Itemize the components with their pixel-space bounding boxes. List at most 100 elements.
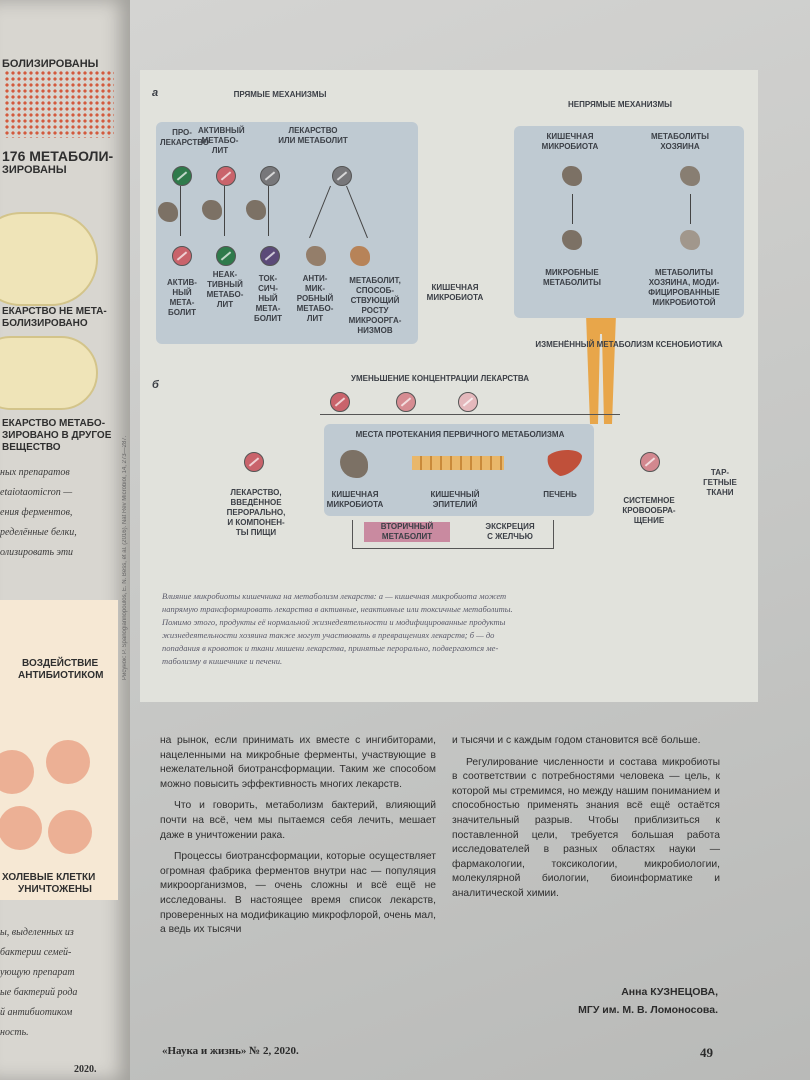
left-count-2: ЗИРОВАНЫ	[2, 164, 67, 176]
left-italic-7: бактерии семей-	[0, 947, 72, 958]
microbe-icon	[158, 202, 178, 222]
epithelium-label: КИШЕЧНЫЙ ЭПИТЕЛИЙ	[430, 490, 480, 509]
paragraph: и тысячи и с каждым годом становится всё…	[452, 735, 701, 746]
tumor-cell-icon	[0, 806, 42, 850]
left-italic-10: й антибиотиком	[0, 1007, 73, 1018]
feedback-bracket	[352, 520, 554, 549]
decrease-arrow	[320, 414, 620, 415]
col-prodrug-label: ПРО- ЛЕКАРСТВО	[160, 128, 210, 147]
primary-metabolism-box	[324, 424, 594, 516]
epithelium-graphic	[412, 456, 504, 470]
indirect-mechanisms-box	[514, 126, 744, 318]
left-italic-1: ных препаратов	[0, 467, 70, 478]
growth-metabolite-icon	[350, 246, 370, 266]
author-affiliation: МГУ им. М. В. Ломоносова.	[578, 1004, 718, 1016]
drug-oral-label: ЛЕКАРСТВО, ВВЕДЁННОЕ ПЕРОРАЛЬНО, И КОМПО…	[226, 488, 286, 537]
panel-a-letter: а	[152, 87, 159, 99]
microbe-icon	[562, 166, 582, 186]
oral-drug-icon	[244, 452, 264, 472]
inactive-metabolite-icon	[216, 246, 236, 266]
ind-microbial-metab-label: МИКРОБНЫЕ МЕТАБОЛИТЫ	[542, 268, 601, 287]
paragraph: на рынок, если принимать их вместе с инг…	[160, 735, 436, 790]
left-label-not-metabolized-1: ЕКАРСТВО НЕ МЕТА-	[2, 306, 107, 317]
arrow	[180, 186, 181, 236]
figure-caption: Влияние микробиоты кишечника на метаболи…	[162, 590, 742, 668]
drug-pill-icon	[330, 392, 350, 412]
caption-line: Влияние микробиоты кишечника на метаболи…	[162, 591, 507, 601]
circulation-drug-icon	[640, 452, 660, 472]
circulation-label: СИСТЕМНОЕ КРОВООБРА- ЩЕНИЕ	[622, 496, 676, 525]
bacterium-illustration	[0, 212, 98, 306]
ind-changed-label: ИЗМЕНЁННЫЙ МЕТАБОЛИЗМ КСЕНОБИОТИКА	[535, 340, 723, 349]
left-label-not-metabolized-2: БОЛИЗИРОВАНО	[2, 318, 88, 329]
left-italic-11: ность.	[0, 1027, 29, 1038]
left-title: БОЛИЗИРОВАНЫ	[2, 58, 99, 70]
ind-modified-label: МЕТАБОЛИТЫ ХОЗЯИНА, МОДИ- ФИЦИРОВАННЫЕ М…	[648, 268, 720, 307]
drug-pill-icon	[260, 166, 280, 186]
modified-metabolites-icon	[680, 230, 700, 250]
left-italic-4: ределённые белки,	[0, 527, 77, 538]
active-pill-icon	[216, 166, 236, 186]
res-toxic-label: ТОК- СИЧ- НЫЙ МЕТА- БОЛИТ	[253, 274, 283, 323]
res-active-label: АКТИВ- НЫЙ МЕТА- БОЛИТ	[167, 278, 197, 317]
paragraph: Регулирование численности и состава микр…	[452, 756, 720, 899]
left-label-other-1: ЕКАРСТВО МЕТАБО-	[2, 418, 106, 429]
left-italic-5: олизировать эти	[0, 547, 74, 558]
metabolized-dots-graphic	[4, 70, 114, 138]
ind-microbiota-label: КИШЕЧНАЯ МИКРОБИОТА	[541, 132, 599, 151]
page-number: 49	[700, 1045, 713, 1060]
primary-sites-label: МЕСТА ПРОТЕКАНИЯ ПЕРВИЧНОГО МЕТАБОЛИЗМА	[355, 430, 565, 439]
direct-mechanisms-title: ПРЯМЫЕ МЕХАНИЗМЫ	[233, 90, 327, 99]
ind-host-metab-label: МЕТАБОЛИТЫ ХОЗЯИНА	[650, 132, 709, 151]
host-metabolites-icon	[680, 166, 700, 186]
human-microbiota-label: КИШЕЧНАЯ МИКРОБИОТА	[426, 283, 484, 302]
antibiotic-illustration: ВОЗДЕЙСТВИЕ АНТИБИОТИКОМ ХОЛЕВЫЕ КЛЕТКИ …	[0, 600, 118, 900]
caption-line: напрямую трансформировать лекарства в ак…	[162, 604, 513, 614]
active-metabolite-icon	[172, 246, 192, 266]
liver-label: ПЕЧЕНЬ	[543, 490, 577, 499]
caption-line: Помимо этого, продукты её нормальной жиз…	[162, 617, 506, 627]
indirect-mechanisms-title: НЕПРЯМЫЕ МЕХАНИЗМЫ	[568, 100, 672, 109]
microbial-metabolites-icon	[562, 230, 582, 250]
left-count-1: 176 МЕТАБОЛИ-	[2, 148, 114, 164]
left-italic-6: ы, выделенных из	[0, 927, 74, 938]
gut-microbiota-icon	[340, 450, 368, 478]
decrease-label: УМЕНЬШЕНИЕ КОНЦЕНТРАЦИИ ЛЕКАРСТВА	[350, 374, 530, 383]
author-name: Анна КУЗНЕЦОВА,	[621, 986, 718, 998]
gut-microbiota-label: КИШЕЧНАЯ МИКРОБИОТА	[326, 490, 384, 509]
target-label: ТАР- ГЕТНЫЕ ТКАНИ	[703, 468, 737, 497]
drug-pill-icon	[396, 392, 416, 412]
left-tumor-1: ХОЛЕВЫЕ КЛЕТКИ	[2, 872, 96, 883]
arrow	[224, 186, 225, 236]
secondary-metabolite-label: ВТОРИЧНЫЙ МЕТАБОЛИТ	[364, 522, 450, 542]
journal-footer: «Наука и жизнь» № 2, 2020.	[162, 1045, 299, 1057]
paragraph: Процессы биотрансформации, которые осуще…	[160, 851, 436, 936]
arrow	[268, 186, 269, 236]
caption-line: попадания в кровоток и ткани мишени лека…	[162, 643, 499, 653]
direct-mechanisms-box	[156, 122, 418, 344]
tumor-cell-icon	[48, 810, 92, 854]
panel-b-letter: б	[152, 379, 159, 391]
microbe-icon	[202, 200, 222, 220]
text-column-2: и тысячи и с каждым годом становится всё…	[452, 734, 720, 909]
prodrug-pill-icon	[172, 166, 192, 186]
arrow	[572, 194, 573, 224]
text-column-1: на рынок, если принимать их вместе с инг…	[160, 734, 436, 945]
tumor-cell-icon	[46, 740, 90, 784]
antimicrobial-icon	[306, 246, 326, 266]
left-italic-2: etaiotaomicron —	[0, 487, 73, 498]
figure-credit: Рисунок: P. Spanogiannopoulos, E. N. Bes…	[122, 435, 128, 680]
col-drug-label: ЛЕКАРСТВО ИЛИ МЕТАБОЛИТ	[278, 126, 348, 145]
left-italic-9: ые бактерий рода	[0, 987, 78, 998]
figure-panel: а ПРЯМЫЕ МЕХАНИЗМЫ НЕПРЯМЫЕ МЕХАНИЗМЫ ПР…	[140, 70, 758, 702]
left-label-other-2: ЗИРОВАНО В ДРУГОЕ	[2, 430, 112, 441]
tumor-cell-icon	[0, 750, 34, 794]
caption-line: таболизму в кишечнике и печени.	[162, 656, 283, 666]
left-antibiotic-2: АНТИБИОТИКОМ	[18, 670, 104, 681]
res-inactive-label: НЕАК- ТИВНЫЙ МЕТАБО- ЛИТ	[206, 270, 244, 309]
left-footer: 2020.	[74, 1064, 97, 1075]
left-label-other-3: ВЕЩЕСТВО	[2, 442, 61, 453]
drug-pill-icon	[458, 392, 478, 412]
res-growth-label: МЕТАБОЛИТ, СПОСОБ- СТВУЮЩИЙ РОСТУ МИКРОО…	[348, 276, 402, 335]
bacterium-illustration-2	[0, 336, 98, 410]
